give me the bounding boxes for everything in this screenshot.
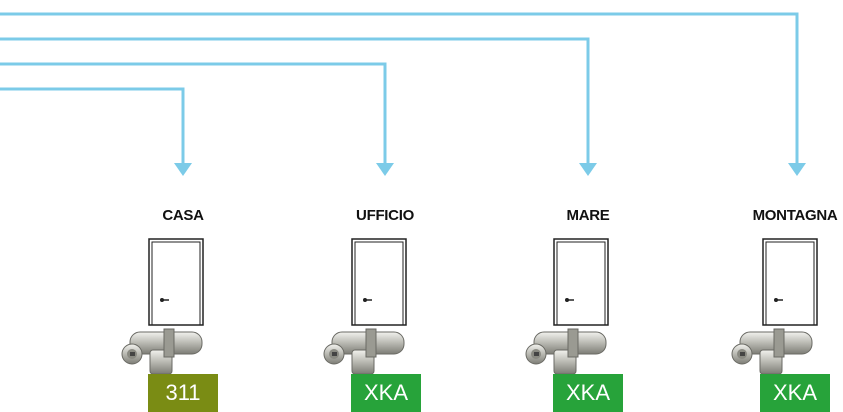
arrow-down-icon [174,163,192,176]
connector-line-mare [0,37,590,163]
lock-cylinder-icon [121,328,203,375]
door-icon [351,238,407,326]
arrow-down-icon [376,163,394,176]
key-code-badge-montagna: XKA [760,374,830,412]
lock-cylinder-icon [525,328,607,375]
door-label-mare: MARE [566,207,610,224]
key-code-badge-mare: XKA [553,374,623,412]
arrow-down-icon [788,163,806,176]
lock-cylinder-icon [323,328,405,375]
key-code-badge-casa: 311 [148,374,218,412]
door-icon [148,238,204,326]
lock-cylinder-icon [731,328,813,375]
door-label-ufficio: UFFICIO [356,207,414,224]
door-label-casa: CASA [162,207,204,224]
key-code-badge-ufficio: XKA [351,374,421,412]
connector-line-ufficio [0,62,387,163]
door-label-montagna: MONTAGNA [752,207,838,224]
door-icon [553,238,609,326]
connector-line-montagna [0,12,799,163]
connector-line-casa [0,87,185,163]
arrow-down-icon [579,163,597,176]
door-icon [762,238,818,326]
